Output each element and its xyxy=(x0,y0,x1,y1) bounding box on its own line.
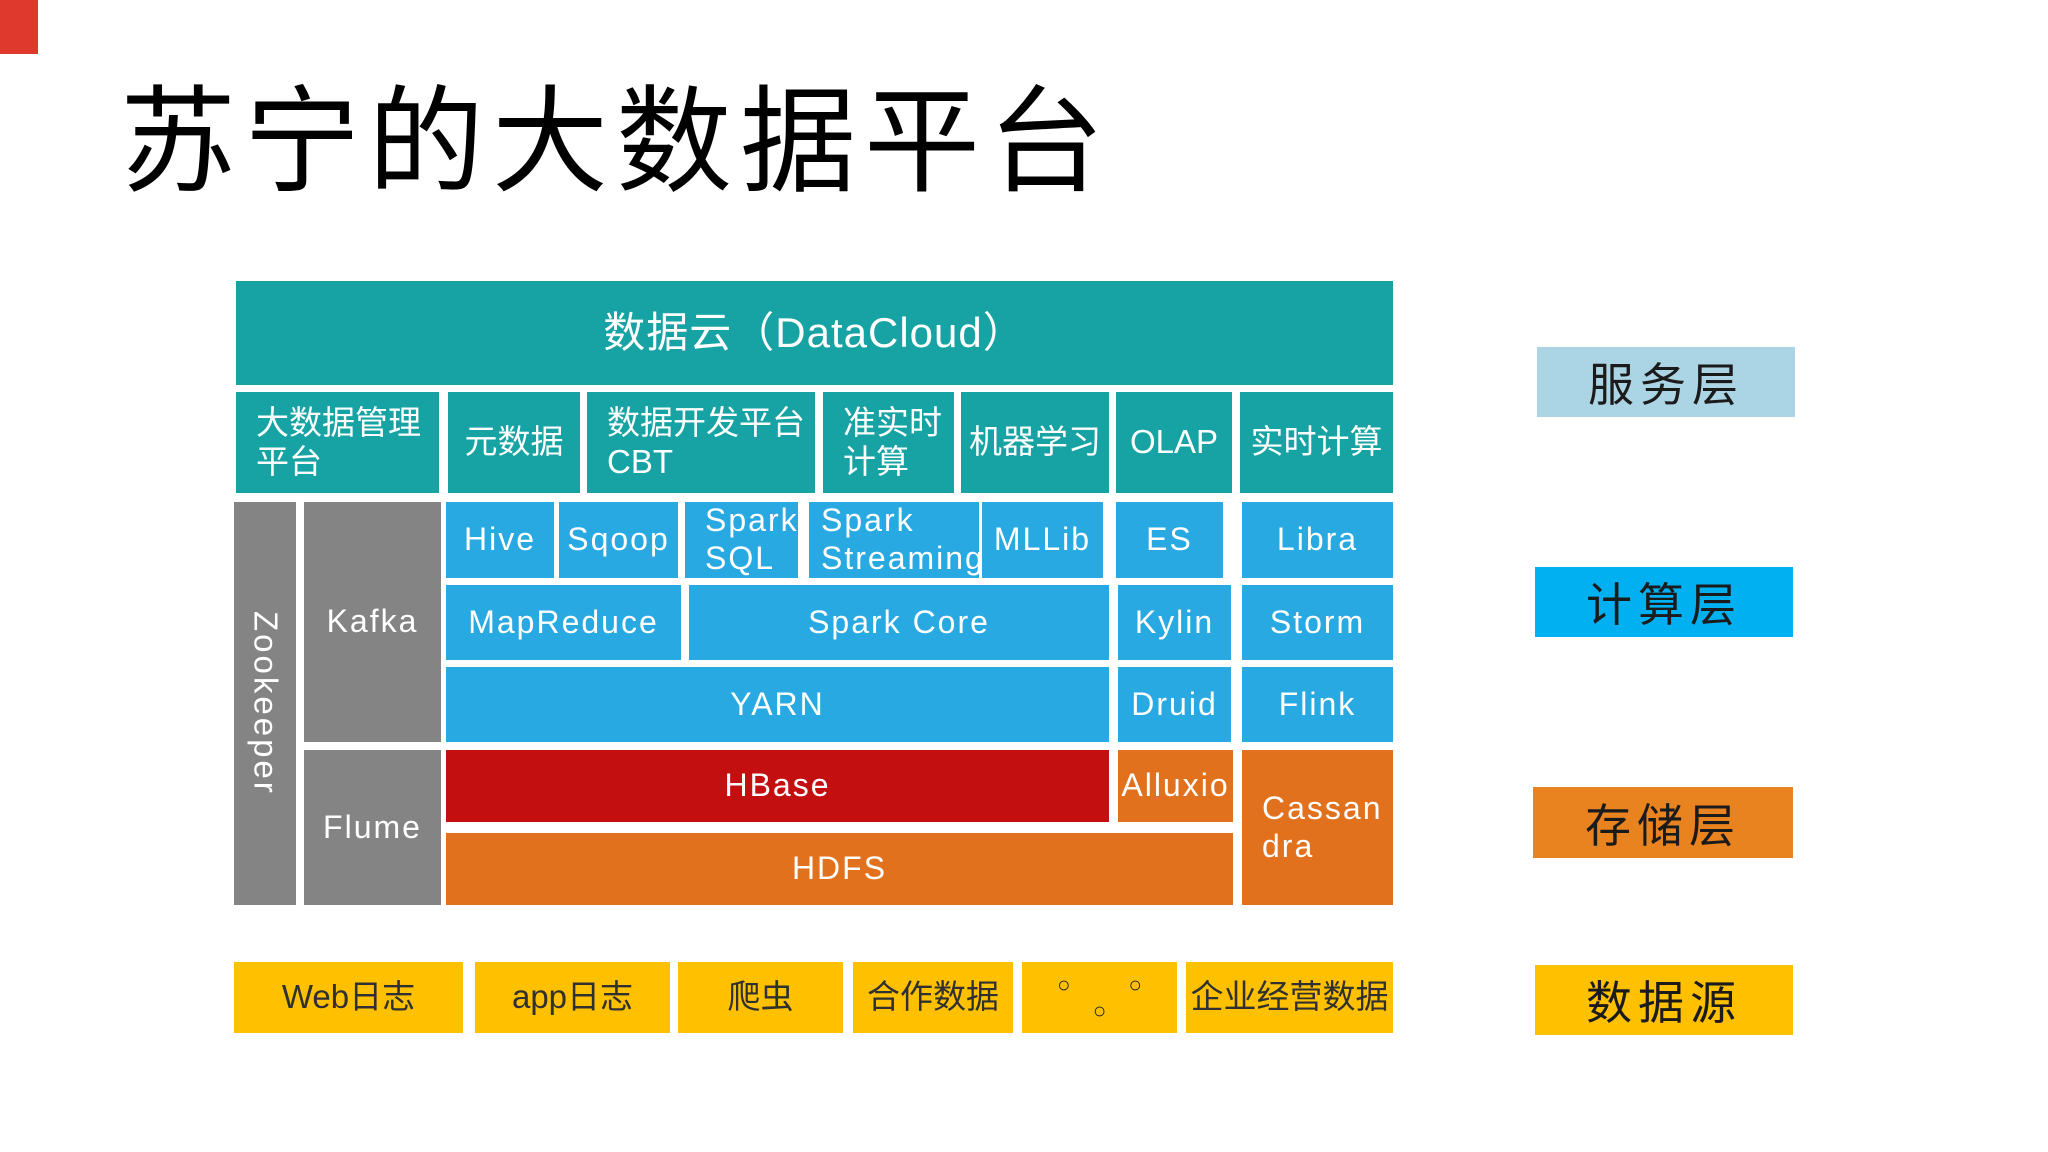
box-machine-learning: 机器学习 xyxy=(961,392,1109,493)
box-hdfs: HDFS xyxy=(446,833,1233,905)
box-zookeeper: Zookeeper xyxy=(234,502,296,905)
box-libra: Libra xyxy=(1242,502,1393,578)
box-mllib: MLLib xyxy=(982,502,1103,578)
box-es: ES xyxy=(1116,502,1223,578)
box-spark-core: Spark Core xyxy=(689,585,1109,660)
box-mapreduce: MapReduce xyxy=(446,585,681,660)
box-metadata: 元数据 xyxy=(448,392,580,493)
box-storm: Storm xyxy=(1242,585,1393,660)
layer-label-source: 数据源 xyxy=(1535,965,1793,1035)
box-yarn: YARN xyxy=(446,667,1109,742)
datacloud-header: 数据云（DataCloud） xyxy=(236,281,1393,385)
box-olap: OLAP xyxy=(1116,392,1232,493)
box-realtime-compute: 实时计算 xyxy=(1240,392,1393,493)
box-crawler: 爬虫 xyxy=(678,962,843,1033)
box-sqoop: Sqoop xyxy=(559,502,678,578)
box-web-log: Web日志 xyxy=(234,962,463,1033)
page-title: 苏宁的大数据平台 xyxy=(120,80,1112,208)
box-hive: Hive xyxy=(446,502,554,578)
layer-label-compute: 计算层 xyxy=(1535,567,1793,637)
box-data-dev-platform-cbt: 数据开发平台 CBT xyxy=(587,392,815,493)
box-partner-data: 合作数据 xyxy=(853,962,1013,1033)
box-spark-sql: Spark SQL xyxy=(685,502,798,578)
layer-label-storage: 存储层 xyxy=(1533,787,1793,858)
box-alluxio: Alluxio xyxy=(1118,750,1233,822)
box-hbase: HBase xyxy=(446,750,1109,822)
box-kafka: Kafka xyxy=(304,502,441,742)
box-app-log: app日志 xyxy=(475,962,670,1033)
box-spark-streaming: Spark Streaming xyxy=(809,502,983,578)
box-druid: Druid xyxy=(1118,667,1231,742)
box-cassandra: Cassan dra xyxy=(1242,750,1393,905)
box-bigdata-mgmt-platform: 大数据管理 平台 xyxy=(236,392,439,493)
corner-mark xyxy=(0,0,38,54)
box-quasi-realtime-compute: 准实时 计算 xyxy=(823,392,954,493)
layer-label-service: 服务层 xyxy=(1537,347,1795,417)
box-flume: Flume xyxy=(304,750,441,905)
box-enterprise-data: 企业经营数据 xyxy=(1186,962,1393,1033)
box-flink: Flink xyxy=(1242,667,1393,742)
box-ellipsis: ○ ○ ○ xyxy=(1022,962,1177,1033)
box-kylin: Kylin xyxy=(1118,585,1231,660)
